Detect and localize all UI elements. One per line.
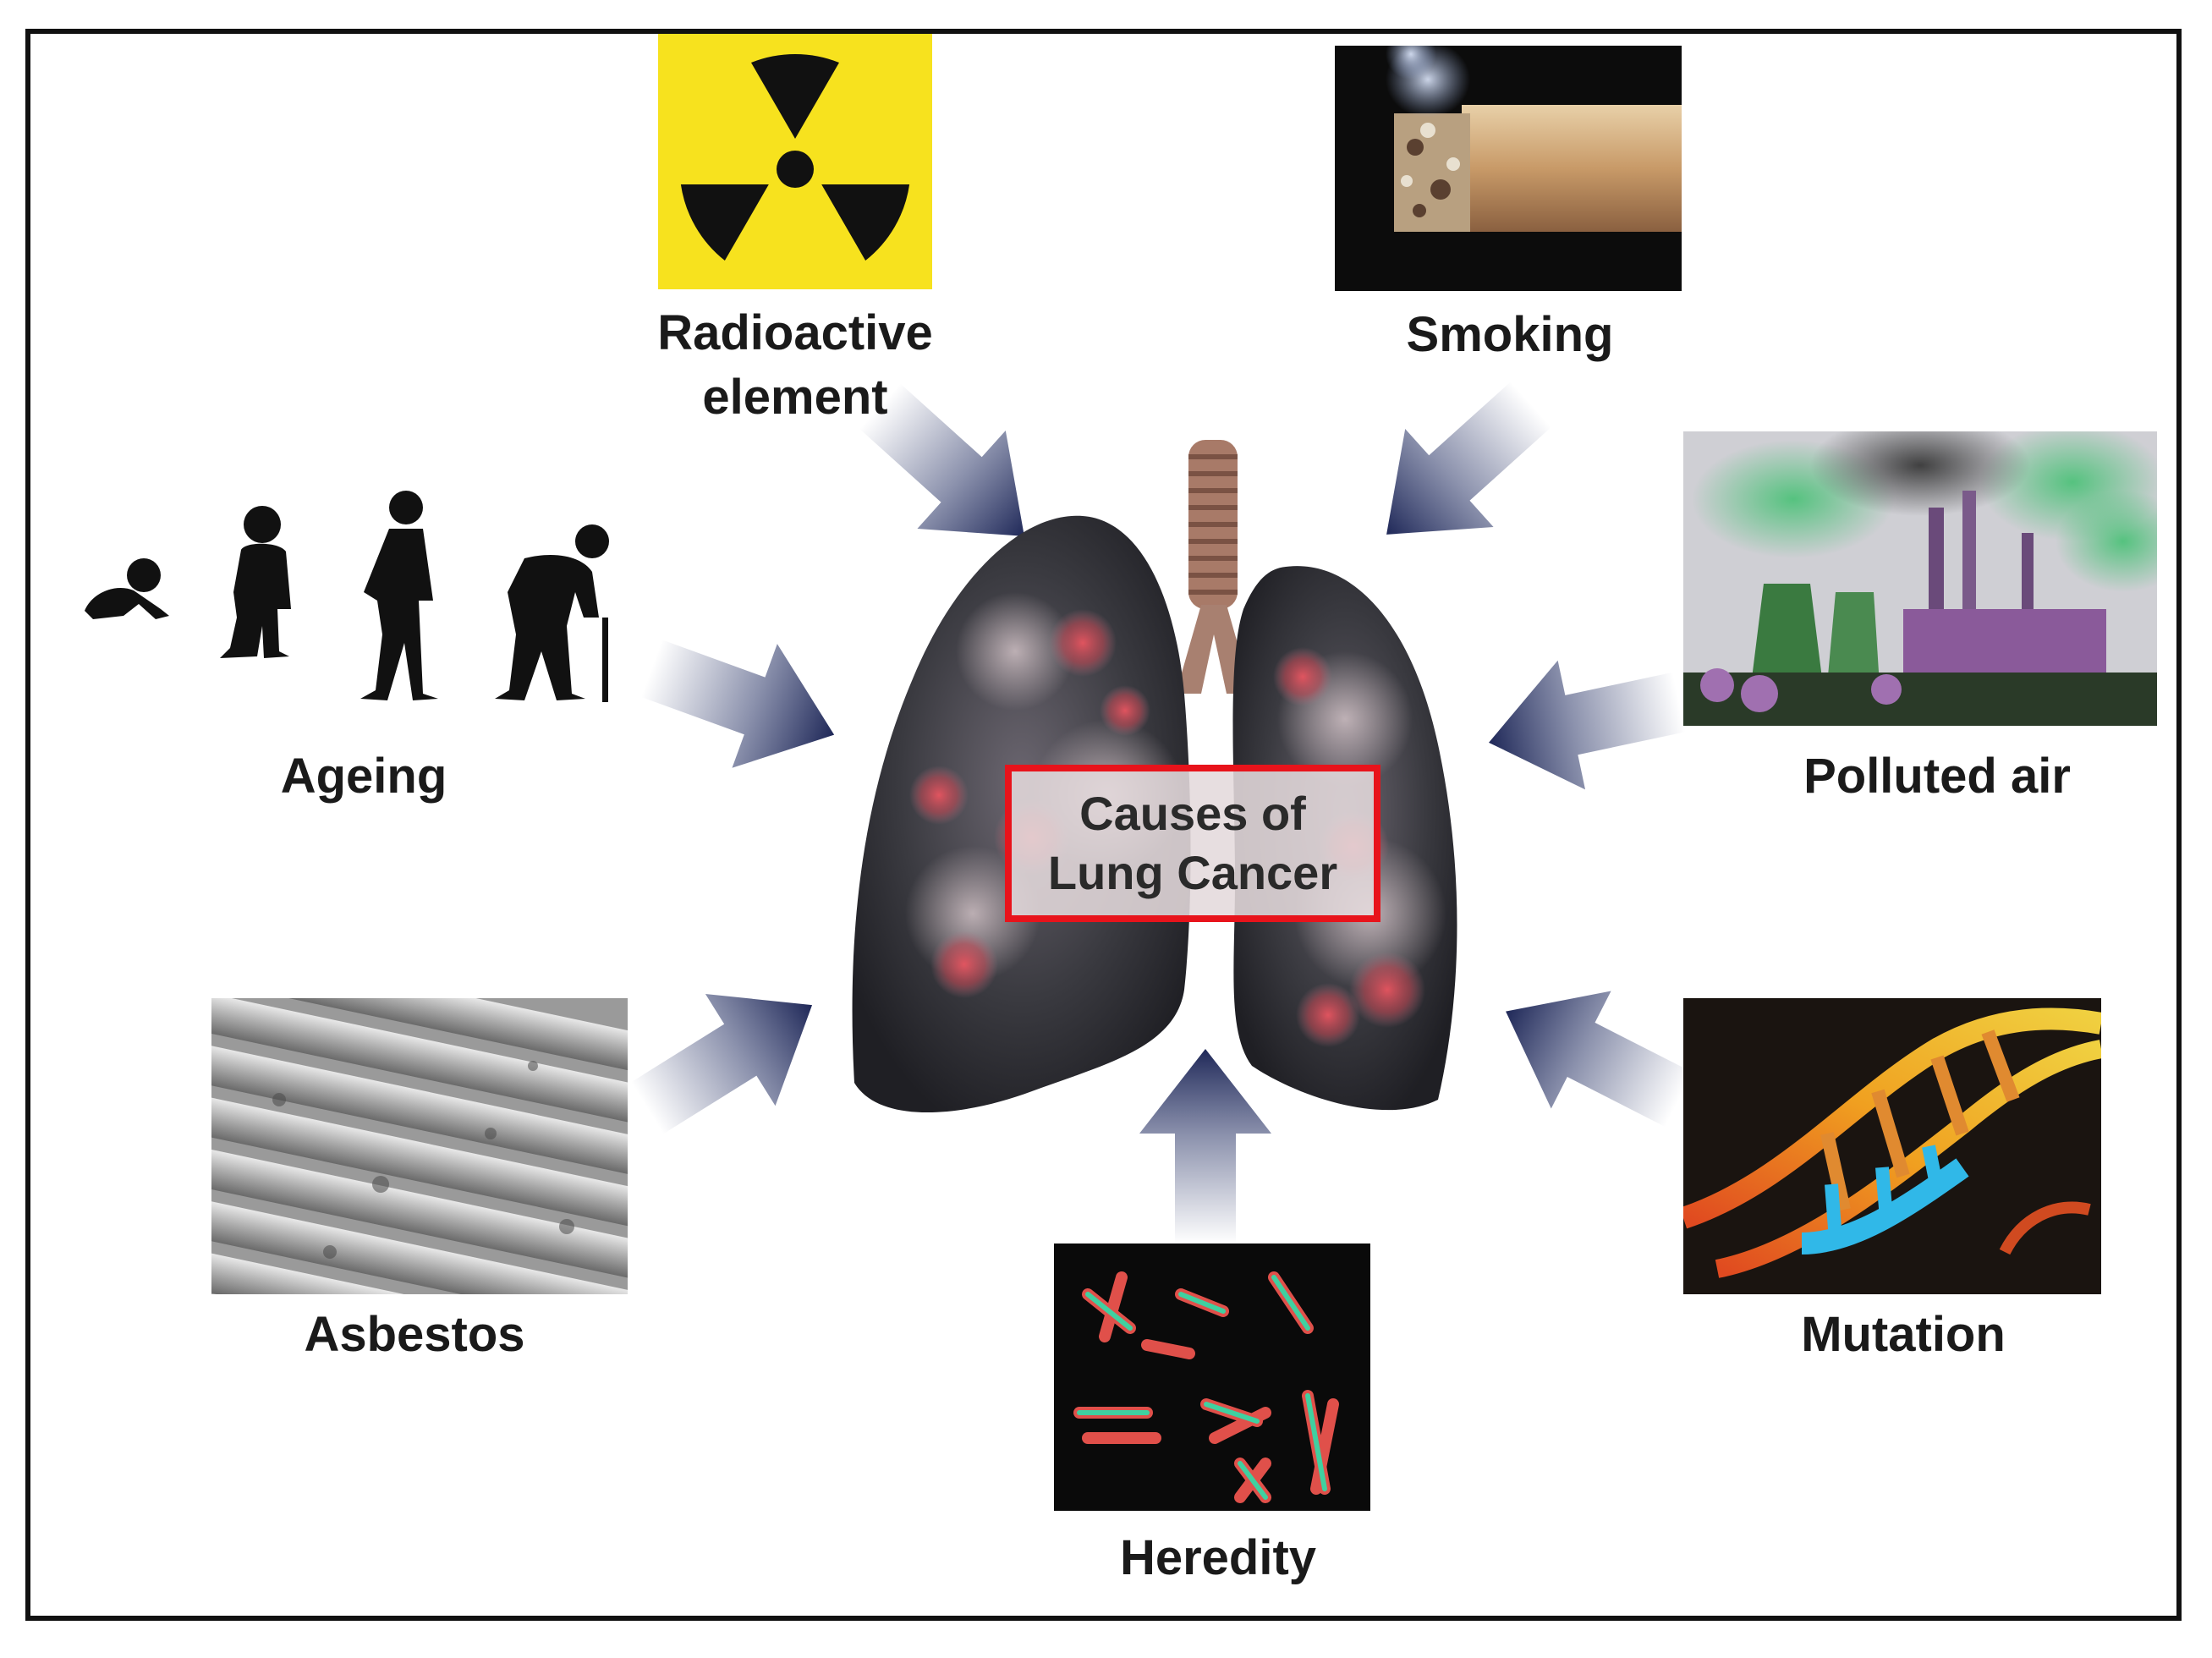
label-asbestos: Asbestos [304, 1307, 525, 1362]
label-ageing: Ageing [280, 749, 447, 804]
label-polluted-air: Polluted air [1803, 749, 2071, 804]
radiation-hazard-icon [658, 34, 932, 289]
cigarette-icon [1335, 46, 1682, 291]
center-title-line1: Causes of [1079, 787, 1306, 840]
arrow-polluted-air [1489, 660, 1686, 790]
ageing-silhouettes-icon [85, 491, 609, 702]
asbestos-roof-icon [211, 998, 628, 1294]
arrow-smoking [1386, 382, 1552, 535]
arrow-ageing [640, 640, 835, 768]
label-heredity: Heredity [1119, 1530, 1317, 1585]
center-title-box: Causes of Lung Cancer [1005, 765, 1380, 922]
trachea [1176, 440, 1252, 694]
label-radioactive-line2: element [702, 370, 888, 425]
factory-smoke-icon [1683, 431, 2157, 726]
arrow-asbestos [630, 993, 813, 1134]
arrow-radioactive [859, 383, 1024, 536]
chromosomes-icon [1054, 1244, 1370, 1511]
label-smoking: Smoking [1406, 307, 1614, 362]
arrow-heredity [1139, 1049, 1271, 1244]
label-radioactive-line1: Radioactive [657, 305, 933, 360]
label-radioactive: Radioactive element [626, 301, 964, 430]
dna-helix-icon [1683, 998, 2101, 1294]
label-mutation: Mutation [1801, 1307, 2006, 1362]
center-title-line2: Lung Cancer [1047, 846, 1338, 899]
arrow-mutation [1506, 991, 1693, 1128]
